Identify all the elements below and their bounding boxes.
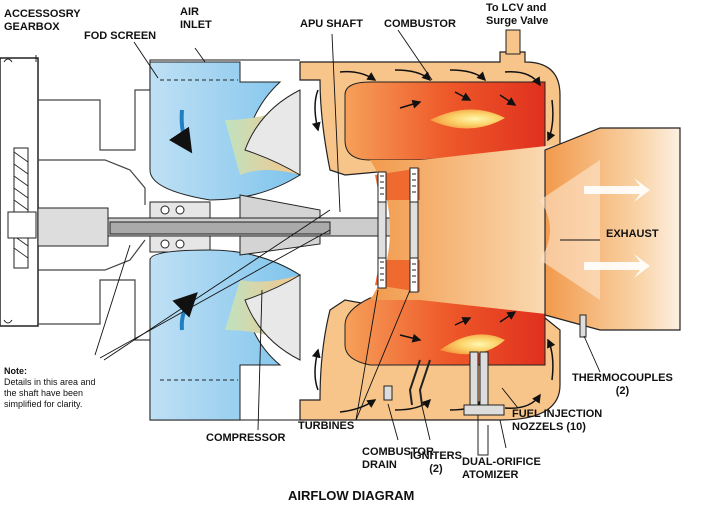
label-air-inlet: AIR INLET bbox=[180, 6, 212, 31]
label-igniters: IGNITERS (2) bbox=[410, 450, 462, 475]
label-combustor-drain: COMBUSTOR DRAIN bbox=[362, 446, 434, 471]
combustor-drain bbox=[383, 385, 393, 401]
leader-lines bbox=[35, 29, 601, 449]
label-apu-shaft: APU SHAFT bbox=[300, 18, 363, 30]
label-dual-orifice-atomizer: DUAL-ORIFICE ATOMIZER bbox=[462, 456, 541, 481]
combustor-upper bbox=[344, 81, 546, 161]
label-fod-screen: FOD SCREEN bbox=[84, 30, 157, 42]
note-text: Details in this area and the shaft have … bbox=[4, 377, 96, 409]
label-fuel-injection-nozzles: FUEL INJECTION NOZZELS (10) bbox=[512, 408, 603, 433]
turbine-section bbox=[370, 140, 600, 320]
igniters bbox=[408, 359, 431, 406]
fuel-injection-nozzle bbox=[463, 351, 505, 456]
label-thermocouples: THERMOCOUPLES (2) bbox=[572, 372, 673, 397]
diagram-title: AIRFLOW DIAGRAM bbox=[288, 488, 415, 503]
combustor-lower bbox=[344, 294, 546, 366]
flow-arrows bbox=[311, 69, 556, 413]
label-accessory-gearbox: ACCESSOSRY GEARBOX bbox=[4, 8, 81, 33]
label-turbines: TURBINES bbox=[298, 420, 355, 432]
note-heading: Note: bbox=[4, 366, 27, 376]
exhaust-duct bbox=[540, 127, 681, 331]
compressor-impeller bbox=[239, 89, 321, 361]
label-combustor: COMBUSTOR bbox=[384, 18, 456, 30]
thermocouple bbox=[579, 314, 587, 338]
label-exhaust: EXHAUST bbox=[606, 228, 659, 240]
label-lcv-surge-valve: To LCV and Surge Valve bbox=[486, 2, 549, 27]
accessory-gearbox bbox=[0, 57, 39, 327]
label-compressor: COMPRESSOR bbox=[206, 432, 286, 444]
note-block: Note: Details in this area and the shaft… bbox=[4, 366, 96, 410]
